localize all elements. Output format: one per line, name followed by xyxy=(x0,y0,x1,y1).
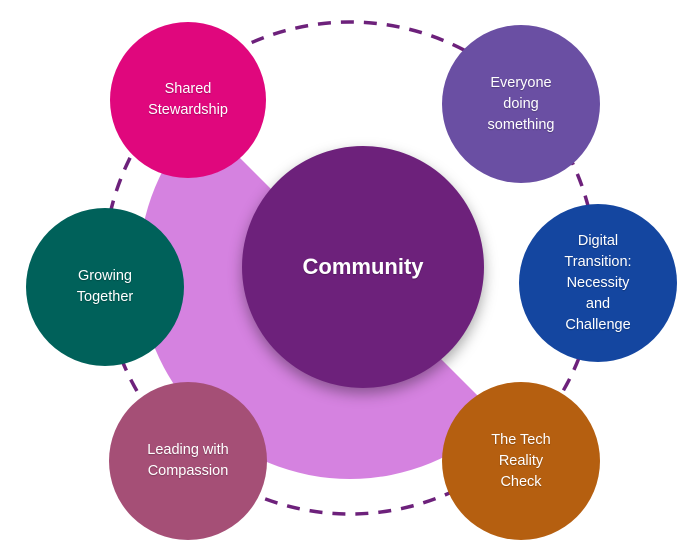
node-label: Digital Transition: Necessity and Challe… xyxy=(564,232,632,333)
node-label: Leading with Compassion xyxy=(147,442,229,479)
node-label: Growing Together xyxy=(76,268,134,305)
node-everyone-doing-something: Everyone doing something xyxy=(442,25,600,183)
node-leading-with-compassion: Leading with Compassion xyxy=(109,382,267,540)
node-label: Everyone doing something xyxy=(487,74,555,133)
node-tech-reality-check: The Tech Reality Check xyxy=(442,382,600,540)
center-node-community: Community xyxy=(242,146,484,388)
center-title: Community xyxy=(302,254,424,279)
node-label: Shared Stewardship xyxy=(148,81,228,118)
node-growing-together: Growing Together xyxy=(26,208,184,366)
node-digital-transition: Digital Transition: Necessity and Challe… xyxy=(519,204,677,362)
node-label: The Tech Reality Check xyxy=(491,431,551,490)
node-shared-stewardship: Shared Stewardship xyxy=(110,22,266,178)
